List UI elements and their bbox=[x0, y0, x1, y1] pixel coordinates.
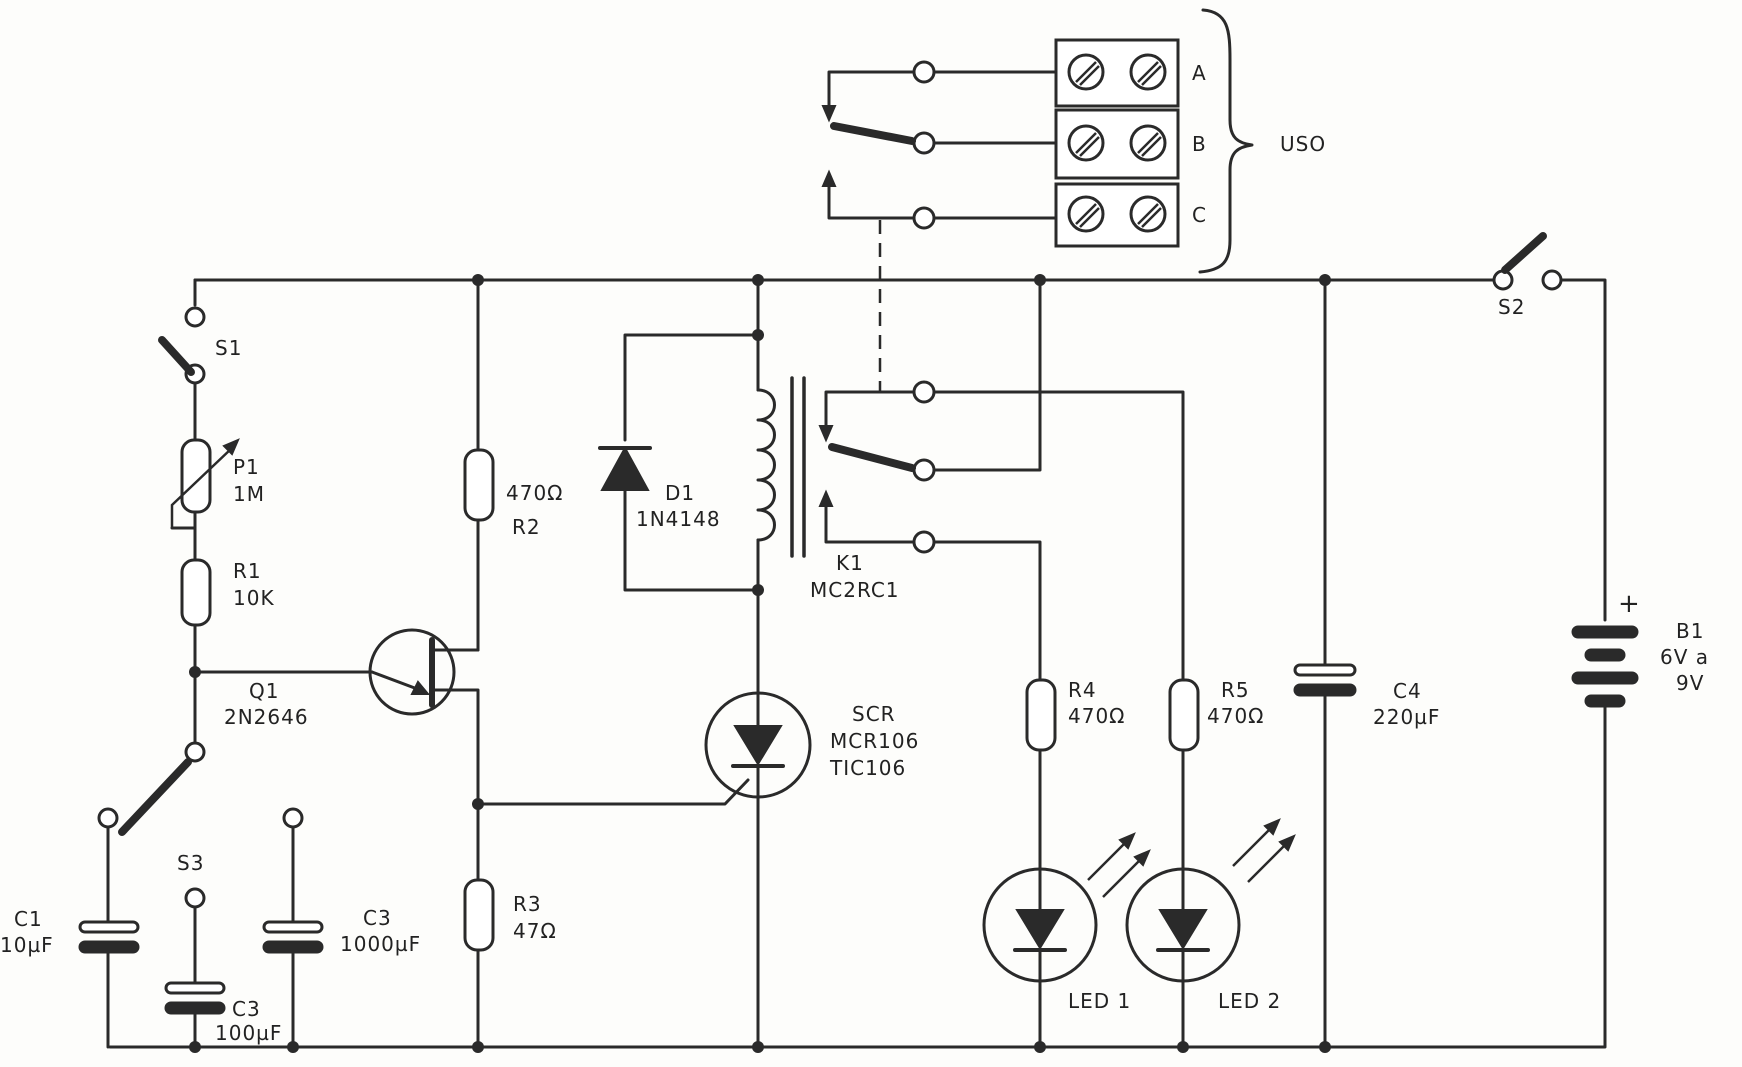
selector-terminal-c3 bbox=[282, 807, 304, 829]
label-scr-value2: TIC106 bbox=[829, 756, 906, 780]
s2-blade bbox=[1501, 232, 1547, 274]
relay-contact-no bbox=[912, 380, 936, 404]
b1-cell-1 bbox=[1571, 625, 1639, 639]
label-p1-name: P1 bbox=[233, 455, 260, 479]
uso-brace bbox=[1198, 8, 1254, 274]
label-r2-name: R2 bbox=[512, 515, 541, 539]
s1-blade bbox=[158, 336, 195, 376]
label-d1-name: D1 bbox=[665, 481, 695, 505]
scr-symbol bbox=[733, 725, 783, 766]
s2-terminal-right bbox=[1541, 269, 1563, 291]
relay-upper-blade bbox=[830, 122, 916, 145]
label-r5-name: R5 bbox=[1221, 678, 1250, 702]
k1-relay-coil bbox=[756, 388, 776, 542]
r4-resistor bbox=[1025, 678, 1057, 752]
r1-resistor bbox=[180, 558, 212, 627]
led2-diode bbox=[1158, 909, 1208, 950]
label-b1-name: B1 bbox=[1676, 619, 1704, 643]
label-b1-value1: 6V a bbox=[1660, 645, 1709, 669]
label-s1: S1 bbox=[215, 336, 242, 360]
selector-terminal-c1 bbox=[97, 807, 119, 829]
label-uso: USO bbox=[1280, 132, 1326, 156]
label-s3: S3 bbox=[177, 851, 204, 875]
p1-wiper-arrow bbox=[170, 447, 233, 528]
label-k1-name: K1 bbox=[836, 551, 864, 575]
c4-plate-top bbox=[1293, 663, 1357, 677]
label-c2-value: 100µF bbox=[215, 1021, 282, 1045]
label-r1-name: R1 bbox=[233, 559, 262, 583]
label-r2-value: 470Ω bbox=[506, 481, 563, 505]
bottom-rail bbox=[108, 698, 1607, 1049]
d1-diode bbox=[600, 445, 650, 491]
label-r4-value: 470Ω bbox=[1068, 704, 1125, 728]
label-k1-value: MC2RC1 bbox=[810, 578, 900, 602]
label-r4-name: R4 bbox=[1068, 678, 1097, 702]
r3-resistor bbox=[463, 878, 495, 952]
label-c2-name: C3 bbox=[232, 997, 261, 1021]
p1-potentiometer bbox=[180, 438, 212, 514]
r5-resistor bbox=[1168, 678, 1200, 752]
label-b1-value2: 9V bbox=[1676, 671, 1704, 695]
uso-contact-a bbox=[912, 60, 936, 84]
label-c4-name: C4 bbox=[1393, 679, 1422, 703]
label-c1-value: 10µF bbox=[0, 933, 54, 957]
label-r3-name: R3 bbox=[513, 892, 542, 916]
uso-contact-c bbox=[912, 206, 936, 230]
b1-cell-3 bbox=[1571, 671, 1639, 685]
label-d1-value: 1N4148 bbox=[636, 507, 721, 531]
label-scr-name: SCR bbox=[852, 702, 896, 726]
label-p1-value: 1M bbox=[233, 482, 265, 506]
label-r5-value: 470Ω bbox=[1207, 704, 1264, 728]
r2-resistor bbox=[463, 448, 495, 522]
selector-terminal-c2 bbox=[184, 887, 206, 909]
b1-cell-2 bbox=[1584, 648, 1626, 662]
label-c1-name: C1 bbox=[14, 907, 43, 931]
relay-contact-common bbox=[912, 458, 936, 482]
c1-plate-top bbox=[78, 920, 140, 934]
label-c3-name: C3 bbox=[363, 906, 392, 930]
b1-cell-4 bbox=[1584, 694, 1626, 708]
q1-transistor-circle bbox=[368, 628, 456, 716]
label-c3-value: 1000µF bbox=[340, 932, 421, 956]
uso-contact-b bbox=[912, 131, 936, 155]
c3-plate-top bbox=[262, 920, 324, 934]
label-b1-plus: + bbox=[1618, 589, 1641, 619]
c1-plate-bottom bbox=[78, 940, 140, 954]
led1-diode bbox=[1015, 909, 1065, 950]
c2-plate-top bbox=[164, 981, 226, 995]
label-term-c: C bbox=[1192, 203, 1207, 227]
selector-pivot bbox=[184, 741, 206, 763]
s1-terminal-top bbox=[184, 306, 206, 328]
label-q1-name: Q1 bbox=[249, 679, 279, 703]
label-c4-value: 220µF bbox=[1373, 705, 1440, 729]
label-q1-value: 2N2646 bbox=[224, 705, 309, 729]
label-led1: LED 1 bbox=[1068, 989, 1131, 1013]
selector-blade bbox=[118, 758, 192, 836]
top-rail-right bbox=[1550, 278, 1607, 622]
label-s2: S2 bbox=[1498, 295, 1525, 319]
label-led2: LED 2 bbox=[1218, 989, 1281, 1013]
relay-contact-nc bbox=[912, 530, 936, 554]
screw-terminals bbox=[1067, 53, 1167, 233]
relay-lower-blade bbox=[828, 443, 916, 472]
label-r1-value: 10K bbox=[233, 586, 275, 610]
label-term-b: B bbox=[1192, 132, 1207, 156]
label-r3-value: 47Ω bbox=[513, 919, 557, 943]
label-scr-value1: MCR106 bbox=[830, 729, 919, 753]
s2-terminal-left bbox=[1492, 269, 1514, 291]
label-term-a: A bbox=[1192, 61, 1207, 85]
